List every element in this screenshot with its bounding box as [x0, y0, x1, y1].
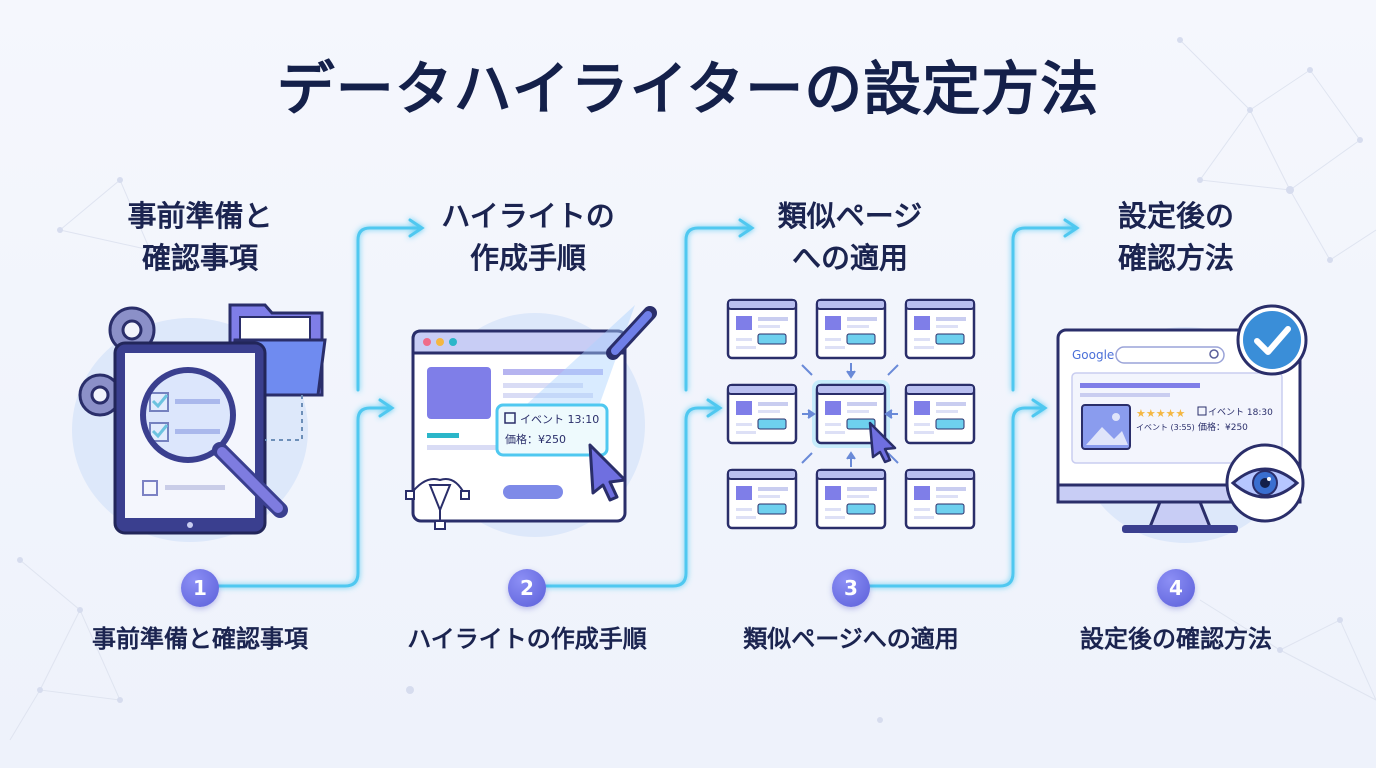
cursor-icon	[868, 421, 897, 464]
step-2-title: ハイライトの作成手順	[441, 199, 615, 275]
eye-icon	[1225, 443, 1305, 523]
main-title: データハイライターの設定方法	[276, 55, 1100, 123]
illustration-highlight-creation: イベント 13:10 価格：¥250	[405, 305, 657, 537]
cursor-icon	[588, 443, 627, 502]
highlight-event-text: イベント 13:10	[520, 413, 599, 426]
magnifier-icon	[140, 367, 288, 518]
flow-arrow-2-lower	[544, 406, 720, 588]
step-3-label: 類似ページへの適用	[743, 625, 959, 653]
search-icon	[1209, 349, 1219, 359]
highlighted-data-box: イベント 13:10 価格：¥250	[495, 403, 609, 457]
checkmark-icon	[1236, 304, 1308, 376]
flow-arrow-3-lower	[868, 406, 1045, 588]
step-1-label: 事前準備と確認事項	[92, 625, 308, 653]
step-2-label: ハイライトの作成手順	[407, 625, 647, 653]
flow-arrow-2-upper	[684, 226, 752, 392]
pen-tool-icon	[405, 478, 470, 530]
flow-arrow-1-upper	[356, 226, 422, 392]
highlight-price-text: 価格：¥250	[505, 432, 566, 446]
page-grid	[726, 298, 976, 530]
step-4-label: 設定後の確認方法	[1080, 625, 1272, 653]
flow-arrow-1-lower	[216, 406, 392, 588]
search-result-card: ★★★★★ イベント 18:30 イベント (3:55) 価格：¥250	[1071, 372, 1283, 464]
step-3-badge: 3	[832, 569, 870, 607]
illustration-preparation	[72, 303, 327, 542]
flow-arrow-3-upper	[1011, 226, 1077, 392]
pen-icon	[606, 306, 657, 360]
rating-stars: ★★★★★	[1136, 407, 1185, 420]
result-event-text: イベント 18:30	[1208, 408, 1273, 418]
step-1-title: 事前準備と確認事項	[127, 199, 273, 275]
step-2-badge: 2	[508, 569, 546, 607]
step-4-badge: 4	[1157, 569, 1195, 607]
illustration-similar-pages	[726, 298, 976, 530]
result-sub-text: イベント (3:55)	[1136, 423, 1195, 432]
search-logo: Google	[1072, 348, 1114, 362]
checklist-icon	[149, 392, 220, 442]
result-price-text: 価格：¥250	[1198, 421, 1248, 433]
svg-text:★★★★★: ★★★★★	[1136, 407, 1185, 420]
illustration-verification: Google ★★★★★ イベント 18:30 イベント (3:55) 価格：¥…	[1056, 304, 1308, 543]
step-3-title: 類似ページへの適用	[777, 199, 923, 275]
step-1-badge: 1	[181, 569, 219, 607]
step-4-title: 設定後の確認方法	[1117, 199, 1234, 275]
search-bar	[1115, 346, 1225, 364]
